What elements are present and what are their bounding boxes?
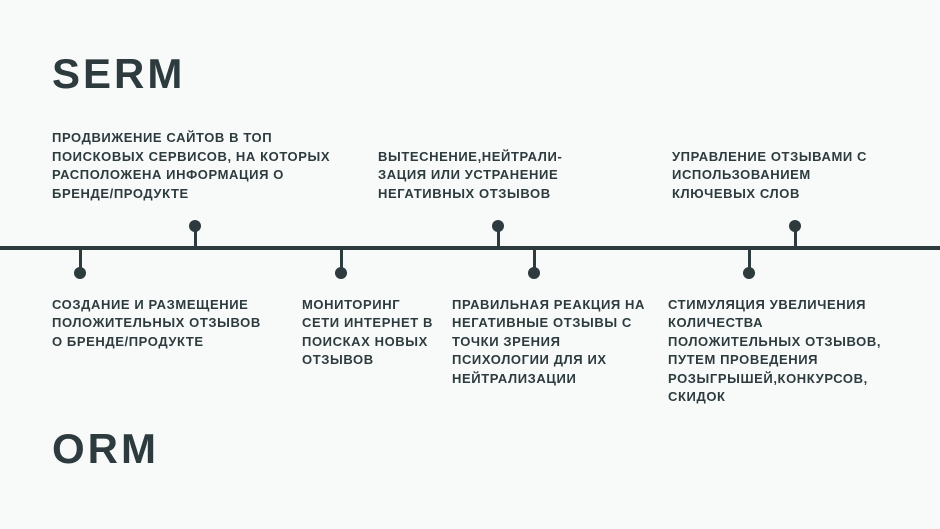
orm-item-stimulation: СТИМУЛЯЦИЯ УВЕЛИЧЕНИЯ КОЛИЧЕСТВА ПОЛОЖИТ… — [668, 297, 882, 405]
marker-stem — [339, 250, 343, 269]
marker-stem — [747, 250, 751, 269]
marker-dot-icon — [74, 267, 86, 279]
marker-stem — [532, 250, 536, 269]
marker-stem — [78, 250, 82, 269]
serm-title: SERM — [52, 50, 186, 97]
marker-dot-icon — [335, 267, 347, 279]
marker-dot-icon — [189, 220, 201, 232]
marker-dot-icon — [789, 220, 801, 232]
marker-stem — [193, 227, 197, 246]
marker-stem — [793, 227, 797, 246]
orm-title: ORM — [52, 425, 159, 472]
marker-stem — [496, 227, 500, 246]
serm-item-promotion: ПРОДВИЖЕНИЕ САЙТОВ В ТОП ПОИСКОВЫХ СЕРВИ… — [52, 130, 331, 201]
orm-item-create-reviews: СОЗДАНИЕ И РАЗМЕЩЕНИЕ ПОЛОЖИТЕЛЬНЫХ ОТЗЫ… — [52, 297, 261, 349]
timeline-line — [0, 246, 940, 250]
marker-dot-icon — [743, 267, 755, 279]
marker-dot-icon — [528, 267, 540, 279]
marker-dot-icon — [492, 220, 504, 232]
orm-item-correct-reaction: ПРАВИЛЬНАЯ РЕАКЦИЯ НА НЕГАТИВНЫЕ ОТЗЫВЫ … — [452, 297, 646, 386]
orm-item-monitoring: МОНИТОРИНГ СЕТИ ИНТЕРНЕТ В ПОИСКАХ НОВЫХ… — [302, 297, 433, 368]
serm-item-review-management: УПРАВЛЕНИЕ ОТЗЫВАМИ С ИСПОЛЬЗОВАНИЕМ КЛЮ… — [672, 148, 868, 201]
serm-item-displacement: ВЫТЕСНЕНИЕ,НЕЙТРАЛИ- ЗАЦИЯ ИЛИ УСТРАНЕНИ… — [378, 148, 563, 201]
